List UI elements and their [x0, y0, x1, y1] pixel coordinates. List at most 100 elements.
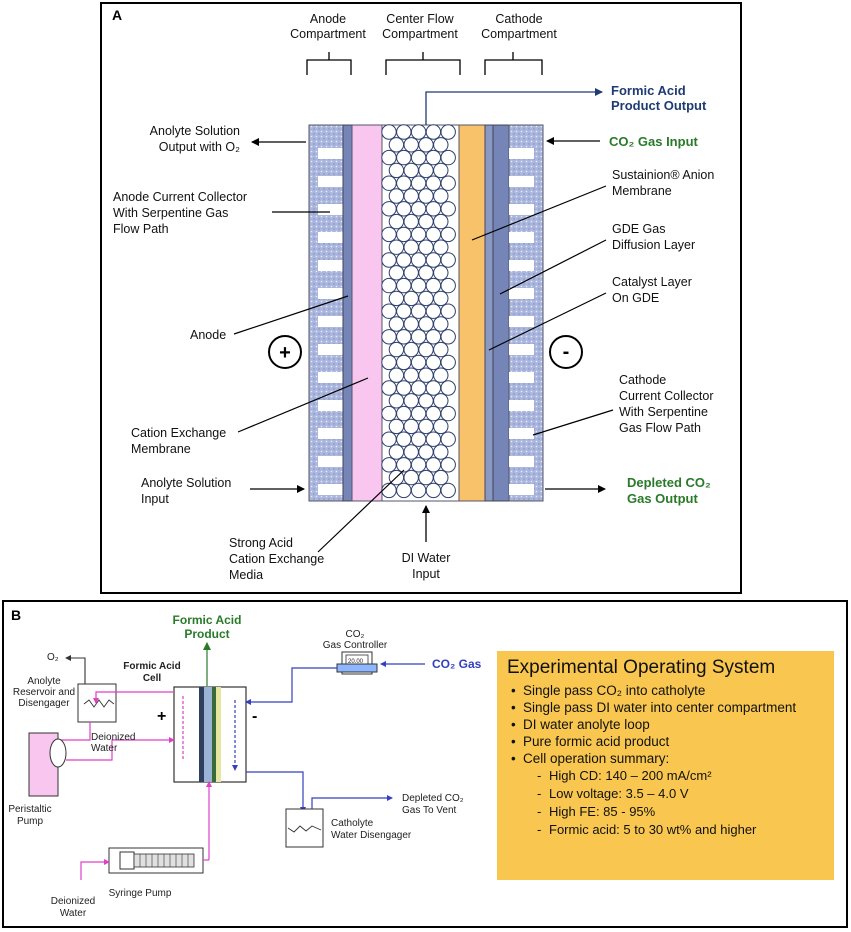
summary-title: Experimental Operating System — [507, 657, 776, 678]
resin-bead — [418, 265, 434, 281]
panel-b-letter: B — [11, 607, 21, 623]
resin-bead — [388, 213, 405, 230]
resin-bead — [396, 405, 412, 422]
resin-bead — [440, 431, 456, 447]
resin-bead — [396, 482, 412, 499]
resin-bead — [425, 252, 442, 268]
cation-membrane-leader — [237, 377, 369, 433]
resin-bead — [403, 188, 419, 204]
resin-bead — [410, 201, 427, 217]
resin-bead — [433, 290, 449, 307]
resin-bead — [403, 418, 419, 435]
resin-bead — [433, 469, 449, 486]
resin-bead — [403, 213, 419, 230]
resin-bead — [388, 393, 405, 409]
anode-layer — [342, 124, 353, 502]
catalyst-leader — [488, 292, 607, 351]
anode-bracket — [306, 52, 352, 75]
strong-acid-media-beads — [381, 124, 456, 499]
resin-bead — [433, 341, 449, 358]
resin-bead — [418, 188, 434, 204]
resin-bead — [418, 418, 434, 435]
resin-bead — [403, 316, 419, 332]
resin-bead — [403, 444, 419, 460]
experimental-operating-summary: Experimental Operating System Single pas… — [497, 651, 834, 880]
resin-bead — [418, 341, 434, 358]
summary-sub-bullet: Low voltage: 3.5 – 4.0 V — [507, 785, 824, 803]
resin-bead — [410, 175, 427, 191]
summary-bullets: Single pass CO₂ into catholyte Single pa… — [507, 682, 824, 839]
resin-bead — [418, 213, 434, 230]
co2-feed-line — [245, 667, 337, 705]
resin-bead — [440, 149, 456, 166]
resin-bead — [403, 367, 419, 383]
resin-bead — [410, 405, 427, 422]
syringe-label: Syringe Pump — [109, 888, 172, 899]
resin-bead — [410, 354, 427, 371]
resin-bead — [440, 124, 456, 140]
resin-bead — [403, 137, 419, 153]
di-to-syringe-line — [80, 859, 110, 880]
resin-bead — [425, 482, 442, 499]
cell-plus-sign: + — [157, 708, 166, 725]
resin-bead — [410, 252, 427, 268]
summary-sub-bullet: High CD: 140 – 200 mA/cm² — [507, 767, 824, 785]
positive-sign: + — [279, 342, 291, 364]
resin-bead — [388, 444, 405, 460]
o2-label: O₂ — [47, 652, 59, 663]
summary-sub-bullet: High FE: 85 - 95% — [507, 803, 824, 821]
resin-bead — [433, 316, 449, 332]
cation-exchange-membrane — [351, 124, 383, 502]
resin-bead — [433, 444, 449, 460]
resin-bead — [381, 149, 397, 166]
resin-bead — [381, 277, 397, 294]
resin-bead — [418, 444, 434, 460]
resin-bead — [425, 149, 442, 166]
resin-bead — [433, 418, 449, 435]
resin-bead — [433, 137, 449, 153]
resin-bead — [440, 201, 456, 217]
resin-bead — [388, 418, 405, 435]
resin-bead — [433, 188, 449, 204]
resin-bead — [418, 367, 434, 383]
anion-membrane-leader — [471, 185, 607, 241]
resin-bead — [381, 175, 397, 191]
resin-bead — [425, 226, 442, 243]
resin-bead — [410, 124, 427, 140]
resin-bead — [410, 380, 427, 396]
resin-bead — [440, 303, 456, 319]
resin-bead — [396, 149, 412, 166]
resin-bead — [440, 380, 456, 396]
resin-bead — [440, 277, 456, 294]
anode-serpentine-channels — [318, 148, 343, 495]
resin-bead — [388, 367, 405, 383]
cathode-collector-leader — [532, 409, 614, 436]
resin-bead — [388, 290, 405, 307]
resin-bead — [440, 457, 456, 473]
resin-bead — [440, 482, 456, 499]
resin-bead — [418, 137, 434, 153]
resin-bead — [410, 457, 427, 473]
negative-terminal-icon — [549, 335, 583, 369]
resin-bead — [425, 431, 442, 447]
resin-bead — [381, 354, 397, 371]
resin-bead — [388, 341, 405, 358]
resin-bead — [403, 469, 419, 486]
resin-bead — [403, 290, 419, 307]
resin-bead — [381, 226, 397, 243]
resin-bead — [425, 329, 442, 345]
catalyst-layer — [484, 124, 494, 502]
resin-bead — [403, 393, 419, 409]
resin-bead — [418, 393, 434, 409]
summary-sub-bullet: Formic acid: 5 to 30 wt% and higher — [507, 821, 824, 839]
